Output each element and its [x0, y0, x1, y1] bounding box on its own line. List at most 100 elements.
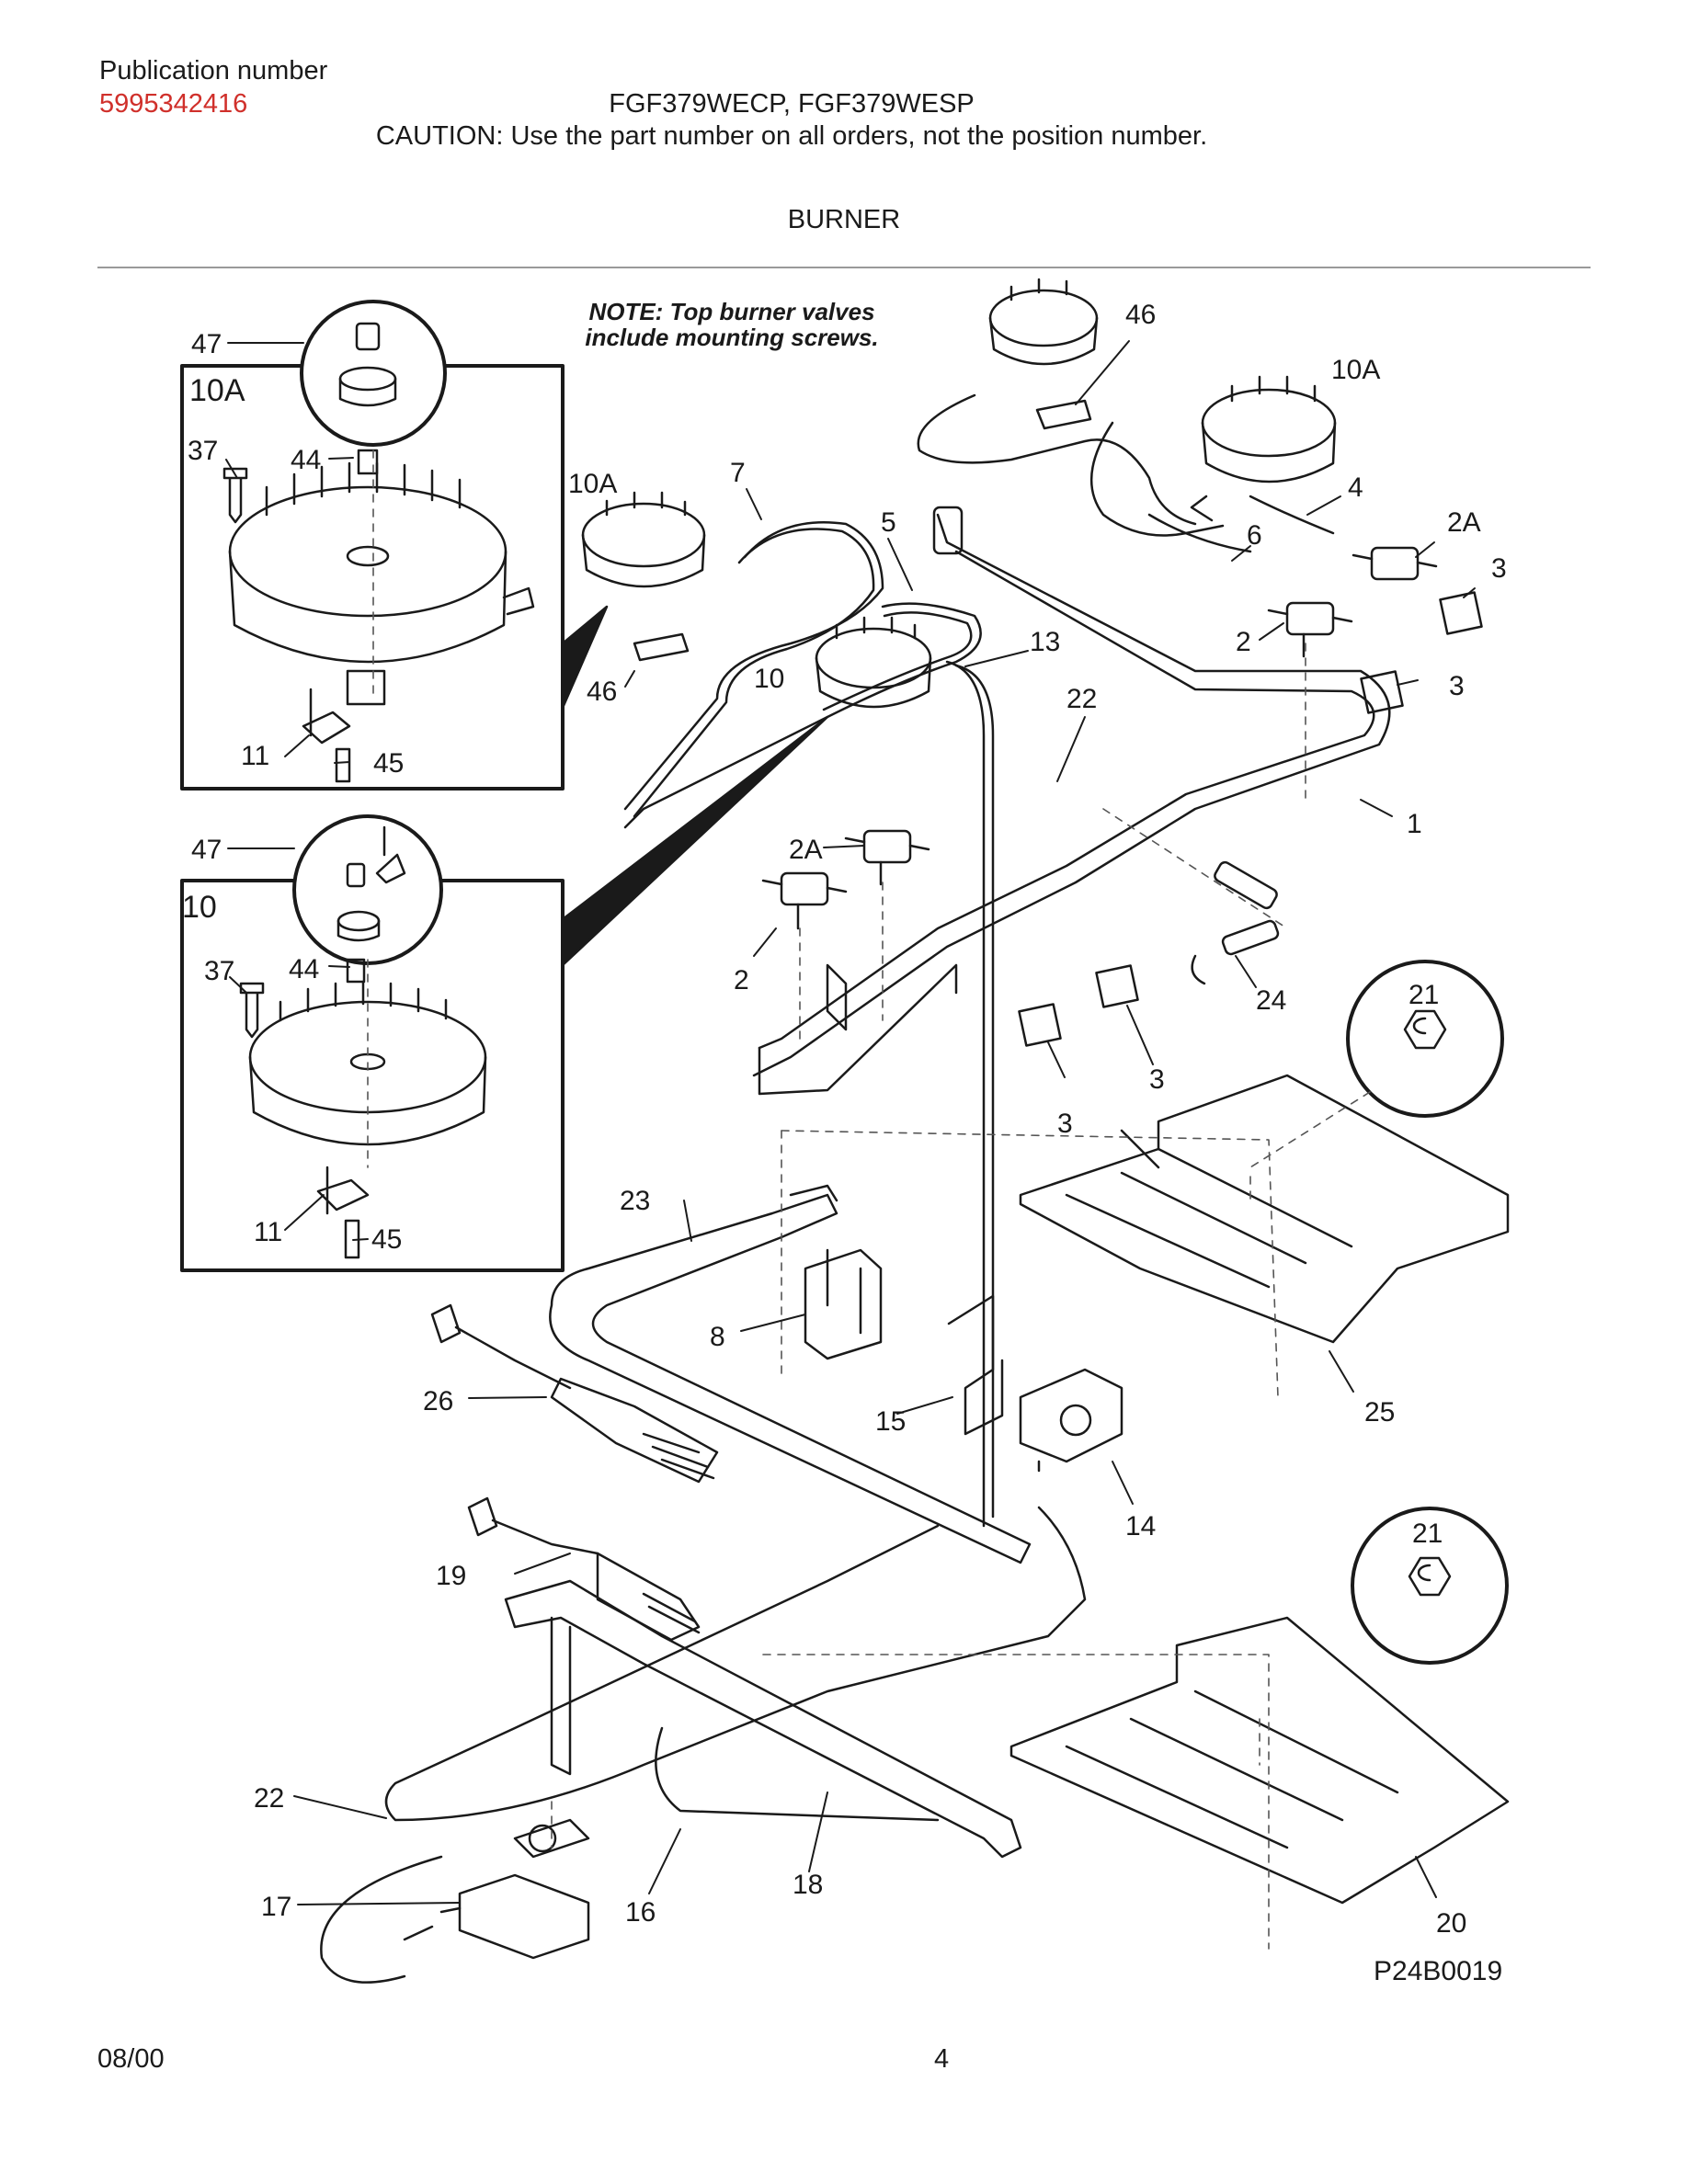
callout-2-a: 2 [734, 965, 749, 995]
inset-10-zoom-circle [292, 814, 443, 965]
callout-16: 16 [625, 1897, 656, 1928]
nut-21-top-icon [1403, 1009, 1447, 1050]
screw-45b-icon [344, 1219, 360, 1259]
burner-10-icon [815, 616, 932, 709]
callout-8: 8 [710, 1322, 725, 1352]
callout-19: 19 [436, 1561, 466, 1591]
callout-3-d: 3 [1057, 1109, 1073, 1139]
tube-7-inner [633, 528, 875, 818]
callout-3-a: 3 [1491, 553, 1507, 584]
callout-11-b: 11 [254, 1217, 282, 1247]
publication-number: 5995342416 [99, 89, 248, 119]
footer-date: 08/00 [97, 2044, 165, 2074]
igniter-19-icon [467, 1496, 701, 1642]
insert-44-icon [357, 449, 379, 475]
callout-37-a: 37 [188, 436, 218, 466]
baffle-25-icon [1019, 1074, 1510, 1344]
callout-14: 14 [1125, 1511, 1156, 1541]
inset-10a-title: 10A [189, 373, 245, 408]
callout-1: 1 [1407, 809, 1422, 839]
note-line-1: NOTE: Top burner valves [588, 298, 874, 325]
callout-2-b: 2 [1236, 627, 1251, 657]
burner-head-cap-small-icon [336, 825, 406, 942]
igniter-8-icon [804, 1248, 883, 1360]
inset-10a-pointer [561, 605, 609, 710]
tube-16 [655, 1726, 940, 1822]
tube-7 [623, 520, 884, 811]
bracket-15-icon [947, 1294, 1004, 1436]
callout-44-a: 44 [291, 445, 321, 475]
tube-top-right-loop [1089, 421, 1225, 537]
exploded-parts-diagram: NOTE: Top burner valves include mounting… [180, 278, 1510, 1986]
fitting-24-icon [1191, 860, 1280, 985]
header-divider [97, 267, 1591, 268]
tube-6 [1147, 513, 1252, 553]
clip-46-left-icon [633, 632, 690, 662]
inset-10a-zoom-circle [300, 300, 447, 447]
oven-burner-23-icon [549, 1184, 1032, 1564]
inset-10-title: 10 [182, 890, 217, 925]
caution-note: CAUTION: Use the part number on all orde… [375, 121, 1208, 151]
callout-17: 17 [261, 1892, 291, 1922]
tube-top-left-loop [917, 393, 1197, 526]
support-post-left [826, 963, 848, 1031]
callout-15: 15 [875, 1406, 906, 1437]
pad-3c [1095, 964, 1139, 1008]
callout-3-b: 3 [1449, 671, 1465, 701]
callout-22-b: 22 [254, 1783, 284, 1814]
burner-bracket [758, 963, 958, 1096]
section-title: BURNER [787, 205, 901, 234]
valve-2-left-icon [761, 871, 848, 930]
note-line-2: include mounting screws. [585, 324, 878, 351]
valve-2A-right-icon [1352, 546, 1438, 581]
callout-labels: 47 37 44 11 45 47 37 44 11 45 10A 46 7 5… [188, 300, 1507, 1939]
leader-lines [225, 340, 1476, 1905]
callout-18: 18 [793, 1870, 823, 1900]
tube-5-inner [822, 611, 973, 711]
screw-37-icon [222, 467, 248, 524]
callout-21-b: 21 [1412, 1519, 1443, 1549]
callout-24: 24 [1256, 985, 1286, 1016]
burner-10a-left-icon [581, 491, 706, 588]
burner-top-rear-icon [988, 278, 1099, 366]
publication-label: Publication number [99, 56, 328, 85]
reference-lines [367, 449, 1371, 1950]
callout-11-a: 11 [241, 741, 269, 771]
callout-47-a: 47 [191, 329, 222, 359]
callout-25: 25 [1364, 1397, 1395, 1428]
callout-46-b: 46 [1125, 300, 1156, 330]
igniter-26-icon [430, 1303, 719, 1484]
callout-6: 6 [1247, 520, 1262, 551]
insert-44b-icon [346, 958, 366, 984]
callout-20: 20 [1436, 1908, 1466, 1939]
callout-22-a: 22 [1066, 684, 1097, 714]
drawing-number: P24B0019 [1374, 1956, 1502, 1986]
callout-2A-b: 2A [1447, 507, 1481, 538]
callout-45-b: 45 [371, 1224, 402, 1255]
tube-4 [1249, 495, 1335, 535]
electrode-11b-icon [316, 1166, 370, 1215]
tube-5 [623, 602, 982, 829]
callout-4: 4 [1348, 472, 1363, 503]
burner-10a-right-icon [1190, 375, 1337, 522]
callout-3-c: 3 [1149, 1064, 1165, 1095]
valve-2A-left-icon [844, 829, 930, 886]
callout-5: 5 [881, 507, 896, 538]
callout-10A-a: 10A [568, 469, 617, 499]
nut-21-bottom-icon [1408, 1556, 1452, 1597]
inset-10-pointer [561, 715, 829, 967]
pad-3d [1018, 1003, 1062, 1047]
tube-17-loop [320, 1855, 443, 1984]
nut-21-top-circle [1346, 960, 1504, 1118]
callout-26: 26 [423, 1386, 453, 1416]
tube-22-lower [384, 1506, 1087, 1822]
callout-13: 13 [1030, 627, 1060, 657]
model-numbers: FGF379WECP, FGF379WESP [609, 89, 975, 119]
callout-21-a: 21 [1409, 980, 1439, 1010]
callout-46-a: 46 [587, 677, 617, 707]
manifold-elbow [932, 506, 964, 555]
pad-3a [1439, 591, 1483, 635]
page-number: 4 [934, 2044, 950, 2074]
callout-23: 23 [620, 1186, 650, 1216]
burner-head-cap-icon [338, 322, 397, 407]
